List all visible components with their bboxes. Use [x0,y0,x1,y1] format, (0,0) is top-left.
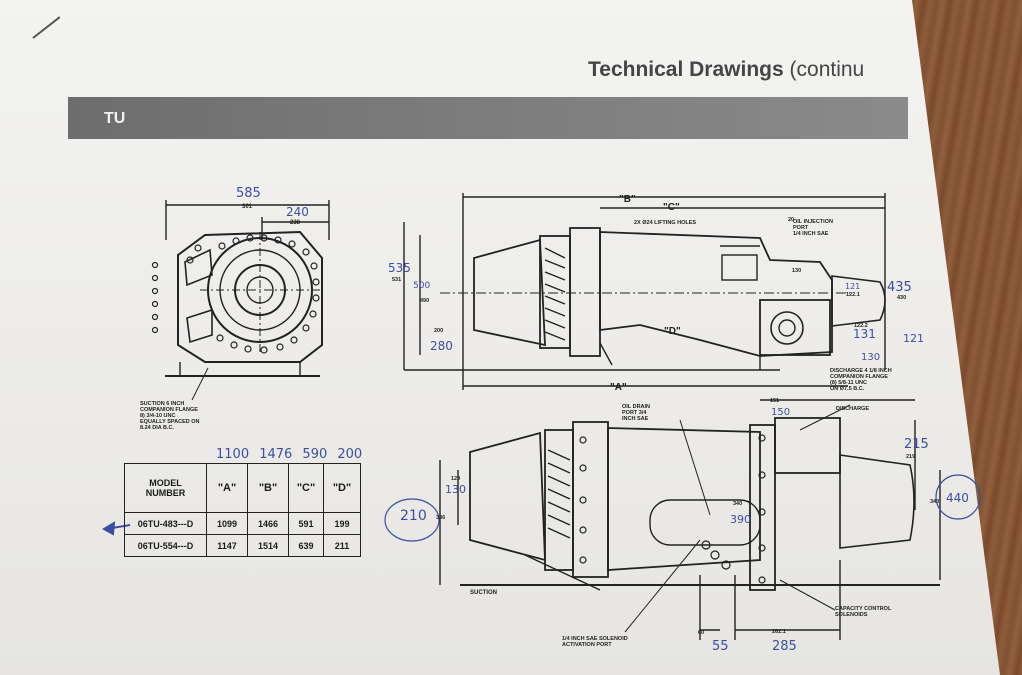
bottom-dim-285: 285 [772,639,797,654]
cell-a: 1147 [206,534,248,557]
cell-c: 591 [288,512,324,535]
table-header-row: MODEL NUMBER "A" "B" "C" "D" [124,463,361,513]
cell-model: 06TU-554---D [124,534,207,557]
side-view-fins [544,247,566,341]
bottom-printed-340: 340 [733,501,742,507]
cell-model: 06TU-483---D [124,512,207,535]
bottom-dim-210: 210 [400,508,427,524]
cell-c: 639 [288,534,324,557]
cell-d: 211 [323,534,361,557]
bottom-printed-219: 219 [906,454,915,460]
discharge-flange-note: DISCHARGE 4 1/8 INCH COMPANION FLANGE (8… [830,368,893,392]
bottom-view-bolt-circles [579,434,766,584]
section-band: TU [68,97,908,139]
circled-210 [384,498,440,542]
oil-drain-note: OIL DRAIN PORT 3/4 INCH SAE [622,404,652,422]
side-printed-122-2: 122.2 [854,323,868,329]
lifting-holes-note: 2X Ø24 LIFTING HOLES [634,220,696,226]
side-dim-121-right: 121 [903,332,924,345]
side-printed-122-1: 122.1 [846,292,860,298]
front-printed-301: 301 [242,204,253,210]
label-b: "B" [619,194,636,205]
discharge-label: DISCHARGE [836,406,869,412]
front-view-drawing [165,200,330,401]
bottom-dim-150: 150 [771,407,790,418]
col-header-a: "A" [206,463,248,513]
col-header-c: "C" [288,463,324,513]
page-title-continued: (continu [789,58,865,81]
side-dim-500: 500 [413,281,430,291]
side-dim-280: 280 [430,339,453,353]
bottom-printed-343: 343 [930,499,939,505]
col-header-d: "D" [323,463,361,513]
suction-flange-note: SUCTION 6 INCH COMPANION FLANGE 8) 3/4-1… [140,401,201,431]
side-dim-435: 435 [887,280,912,295]
handwritten-table-values: 1100 1476 590 200 [216,447,362,462]
side-dim-131: 131 [853,327,876,341]
col-header-model: MODEL NUMBER [124,463,207,513]
front-dim-240: 240 [286,205,309,219]
suction-label: SUCTION [470,590,497,596]
side-dim-130: 130 [861,352,880,363]
side-dim-535: 535 [388,261,411,275]
technical-drawings: 585 240 301 238 SUCTION 6 INCH COMPANION… [102,186,981,654]
side-printed-490: 490 [420,298,429,304]
bottom-printed-336: 336 [436,515,445,521]
side-printed-430: 430 [897,295,906,301]
bottom-view-fins [547,449,571,539]
bottom-dim-440: 440 [946,491,969,505]
table-row: 06TU-483---D 1099 1466 591 199 [124,512,361,535]
side-view-drawing [403,193,886,390]
bottom-dim-390: 390 [730,513,751,526]
side-dim-121: 121 [845,282,860,291]
circled-440 [935,474,981,520]
page-title-main: Technical Drawings [588,58,784,81]
side-printed-20: 20 [788,217,794,223]
bottom-dim-55: 55 [712,639,729,654]
bottom-printed-262: 262.1 [772,629,786,635]
oil-injection-note: OIL INJECTION PORT 1/4 INCH SAE [793,219,834,237]
label-c: "C" [663,202,680,213]
cell-d: 199 [323,512,361,535]
cell-b: 1466 [247,512,289,535]
bottom-dim-215: 215 [904,437,929,452]
side-printed-531: 531 [392,277,401,283]
bottom-printed-151: 151 [770,398,779,404]
cell-a: 1099 [206,512,248,535]
capacity-control-note: CAPACITY CONTROL SOLENOIDS [835,606,893,618]
solenoid-port-note: 1/4 INCH SAE SOLENOID ACTIVATION PORT [562,636,629,648]
label-d: "D" [664,326,681,337]
side-printed-200: 200 [434,328,443,334]
label-a: "A" [610,382,627,393]
front-printed-238: 238 [290,220,301,226]
col-header-b: "B" [247,463,289,513]
bottom-dim-130: 130 [445,483,466,496]
bottom-view-drawing [439,399,941,640]
cell-b: 1514 [247,534,289,557]
bottom-printed-129: 129 [451,476,460,482]
table-row: 06TU-554---D 1147 1514 639 211 [124,534,361,557]
section-label: TU [104,110,126,127]
front-view-bolt-circles [151,234,320,354]
model-dimension-table: MODEL NUMBER "A" "B" "C" "D" 06TU-483---… [124,463,361,557]
side-printed-130: 130 [792,268,801,274]
bottom-printed-60: 60 [698,630,704,636]
page-title: Technical Drawings (continu [588,58,864,82]
front-dim-585: 585 [236,186,261,201]
